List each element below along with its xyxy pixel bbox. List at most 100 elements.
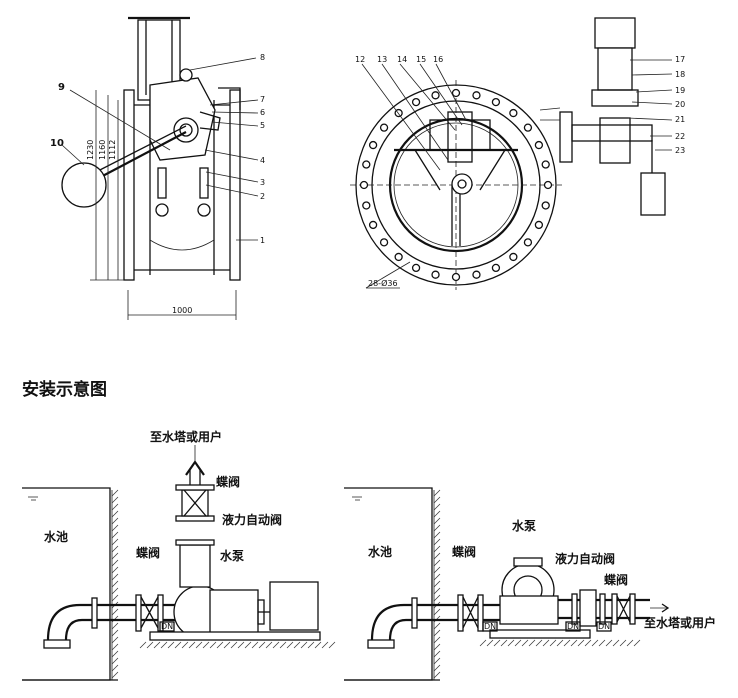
bolt-hole — [431, 270, 440, 279]
install-right-pump: 水泵 — [512, 518, 536, 533]
bolt-hole — [523, 123, 533, 132]
hatch-line — [433, 489, 441, 497]
hatch-line — [174, 641, 182, 649]
hatch-line — [216, 641, 224, 649]
hatch-line — [111, 559, 119, 567]
hatch-line — [286, 641, 294, 649]
hatch-line — [619, 639, 627, 647]
install-right-pool: 水池 — [368, 544, 392, 559]
bolt-hole — [451, 88, 461, 98]
part-12: 12 — [355, 55, 365, 64]
bolt-hole — [472, 91, 481, 100]
part-10: 10 — [50, 138, 64, 149]
hatch-line — [111, 587, 119, 595]
part-3: 3 — [260, 178, 265, 187]
wall-hatching — [111, 489, 119, 679]
install-left-butterfly-side: 蝶阀 — [136, 545, 160, 560]
hatch-line — [153, 641, 161, 649]
hatch-line — [202, 641, 210, 649]
bolt-hole — [491, 97, 501, 107]
hatch-line — [314, 641, 322, 649]
bolt-hole — [472, 270, 481, 279]
hatch-line — [433, 636, 441, 644]
bolt-hole — [523, 238, 533, 247]
hatch-line — [111, 524, 119, 532]
hatch-line — [433, 643, 441, 651]
part-18: 18 — [675, 70, 685, 79]
bolt-hole — [411, 263, 421, 273]
dim-width: 1000 — [172, 306, 192, 315]
hatch-line — [626, 639, 634, 647]
hatch-line — [433, 657, 441, 665]
floor-hatching — [479, 639, 641, 647]
install-left-butterfly-top: 蝶阀 — [216, 474, 240, 489]
hatch-line — [111, 566, 119, 574]
side-view-drawing: 1000 1230 1160 1112 8 7 6 5 4 3 2 1 9 10 — [50, 16, 265, 320]
hatch-line — [433, 552, 441, 560]
install-left-dn: DN — [161, 622, 173, 631]
part-19: 19 — [675, 86, 685, 95]
hatch-line — [195, 641, 203, 649]
hatch-line — [111, 496, 119, 504]
install-left-pump: 水泵 — [220, 548, 244, 563]
install-left-pool: 水池 — [44, 529, 68, 544]
bolt-hole — [541, 160, 550, 169]
part-8: 8 — [260, 53, 265, 62]
hatch-line — [111, 629, 119, 637]
hatch-line — [111, 594, 119, 602]
bolt-hole — [368, 140, 378, 150]
bolt-hole-ring — [359, 88, 553, 282]
hatch-line — [433, 545, 441, 553]
hatch-line — [612, 639, 620, 647]
dim-height-b: 1160 — [98, 140, 107, 160]
hatch-line — [181, 641, 189, 649]
hatch-line — [433, 559, 441, 567]
hatch-line — [598, 639, 606, 647]
hatch-line — [111, 573, 119, 581]
hatch-line — [535, 639, 543, 647]
hatch-line — [433, 587, 441, 595]
hatch-line — [528, 639, 536, 647]
hatch-line — [111, 510, 119, 518]
part-23: 23 — [675, 146, 685, 155]
part-9: 9 — [58, 82, 65, 93]
hatch-line — [507, 639, 515, 647]
install-left-control-valve: 液力自动阀 — [222, 512, 282, 527]
hatch-line — [265, 641, 273, 649]
hatch-line — [433, 531, 441, 539]
bolt-hole — [509, 252, 518, 262]
part-16: 16 — [433, 55, 443, 64]
bolt-hole — [491, 263, 501, 273]
hatch-line — [433, 650, 441, 658]
hatch-line — [111, 622, 119, 630]
part-7: 7 — [260, 95, 265, 104]
part-20: 20 — [675, 100, 685, 109]
hatch-line — [433, 524, 441, 532]
part-6: 6 — [260, 108, 265, 117]
part-21: 21 — [675, 115, 685, 124]
hatch-line — [111, 531, 119, 539]
install-diagram-left: DN 至水塔或用户 蝶阀 液力自动阀 水池 蝶阀 水泵 — [22, 429, 336, 681]
hatch-line — [433, 538, 441, 546]
install-right-outlet: 至水塔或用户 — [644, 615, 716, 630]
hatch-line — [111, 552, 119, 560]
hatch-line — [493, 639, 501, 647]
hatch-line — [577, 639, 585, 647]
hatch-line — [514, 639, 522, 647]
section-title: 安装示意图 — [22, 379, 107, 400]
hatch-line — [111, 664, 119, 672]
install-right-butterfly-left: 蝶阀 — [452, 544, 476, 559]
hatch-line — [146, 641, 154, 649]
part-5: 5 — [260, 121, 265, 130]
hatch-line — [272, 641, 280, 649]
install-right-control-valve: 液力自动阀 — [555, 551, 615, 566]
bolt-hole — [534, 220, 544, 230]
bolt-hole — [362, 160, 371, 169]
bolt-hole — [394, 252, 403, 262]
bolt-note: 28-Ø36 — [368, 278, 398, 288]
hatch-line — [139, 641, 147, 649]
part-22: 22 — [675, 132, 685, 141]
hatch-line — [605, 639, 613, 647]
